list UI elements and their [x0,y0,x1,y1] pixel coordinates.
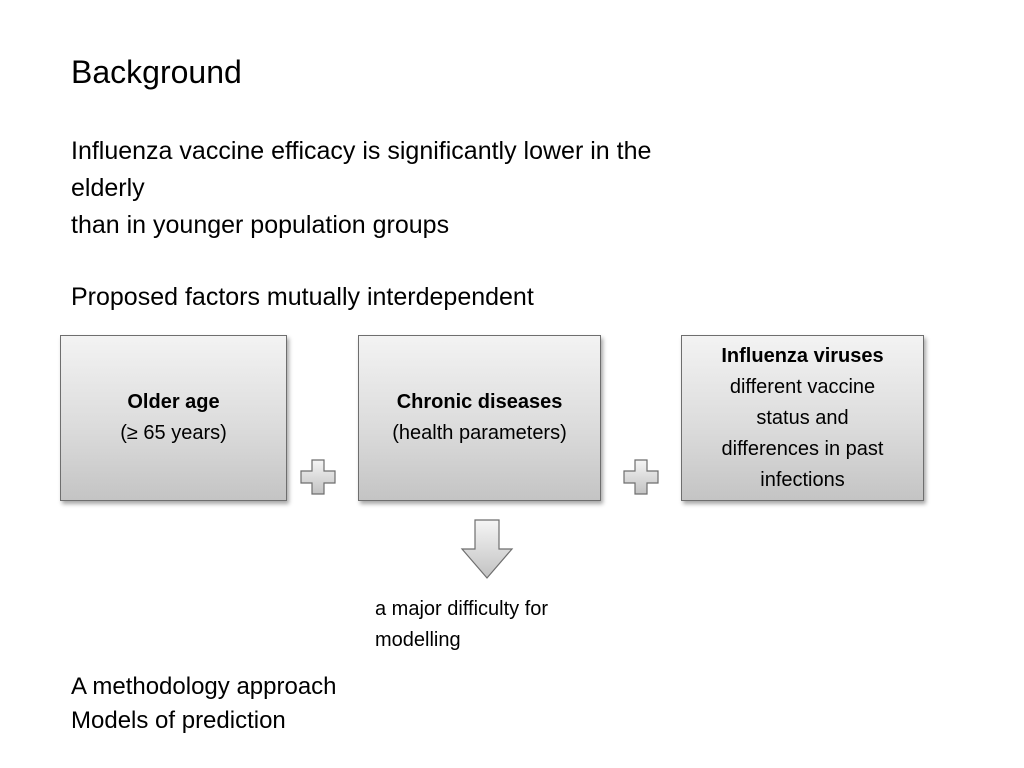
factors-heading: Proposed factors mutually interdependent [71,283,534,311]
intro-line: elderly [71,174,145,202]
plus-icon [623,459,659,495]
footer-line: Models of prediction [71,707,286,734]
arrow-note-line: a major difficulty for [375,598,549,620]
factor-detail: status and [756,406,849,429]
intro-text: Influenza vaccine efficacy is significan… [71,133,771,244]
plus-icon [300,459,336,495]
factor-box-older-age: Older age (≥ 65 years) [60,335,287,501]
factor-box-chronic-diseases: Chronic diseases (health parameters) [358,335,601,501]
arrow-note: a major difficulty for modelling [375,594,635,656]
footer-text: A methodology approach Models of predict… [71,670,337,738]
factor-detail: different vaccine [729,375,876,398]
down-arrow-icon [460,519,514,579]
intro-line: Influenza vaccine efficacy is significan… [71,137,652,165]
factor-title: Influenza viruses [721,344,884,367]
slide-title: Background [71,54,242,90]
factor-title: Chronic diseases [396,391,563,413]
factor-title: Older age [127,391,220,413]
factor-detail: (≥ 65 years) [120,422,227,444]
factor-detail: (health parameters) [392,422,567,444]
factor-detail: differences in past [721,437,884,460]
footer-line: A methodology approach [71,673,337,700]
factor-box-influenza-viruses: Influenza viruses different vaccine stat… [681,335,924,501]
arrow-note-line: modelling [375,629,461,651]
factor-detail: infections [760,468,845,491]
intro-line: than in younger population groups [71,211,450,239]
